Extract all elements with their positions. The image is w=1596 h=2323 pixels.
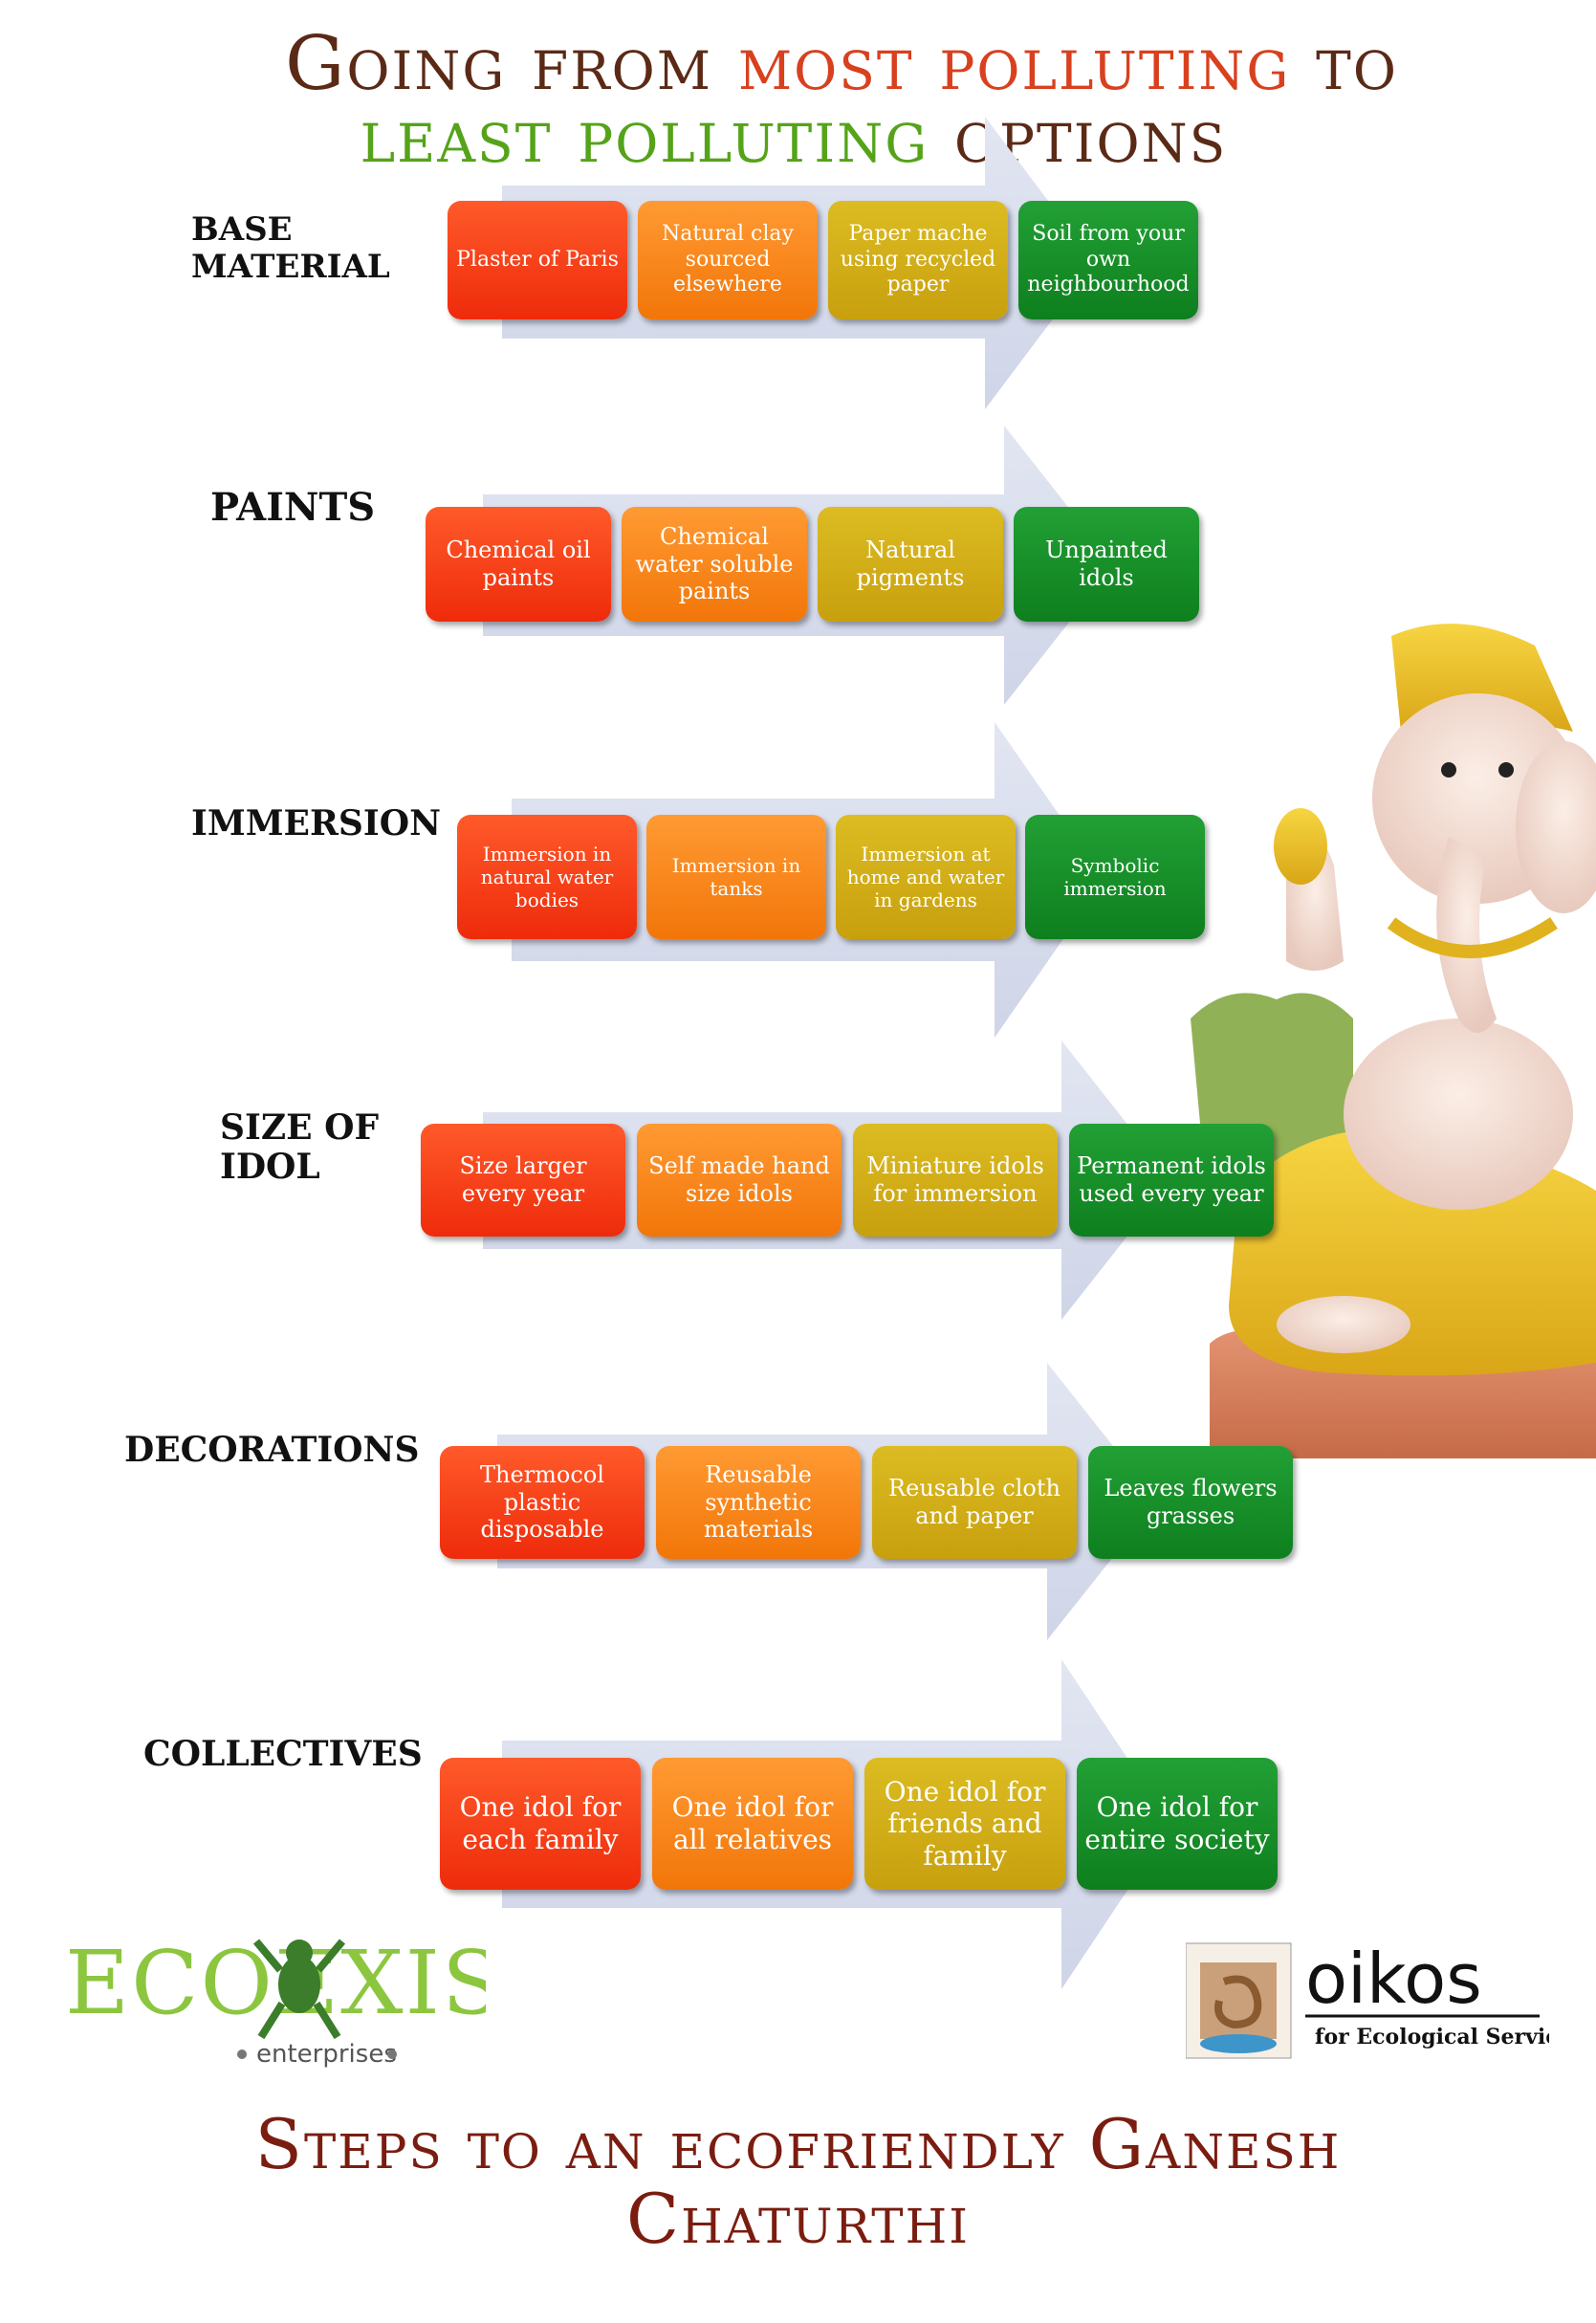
option-box-2: Self made hand size idols	[637, 1124, 842, 1237]
ecoexist-logo: ECOEXIST enterprises	[65, 1932, 486, 2069]
option-box-4: Unpainted idols	[1014, 507, 1199, 622]
row-label: SIZE OF IDOL	[220, 1107, 380, 1188]
option-box-4: Permanent idols used every year	[1069, 1124, 1274, 1237]
option-box-3: Immersion at home and water in gardens	[836, 815, 1016, 939]
row-label: DECORATIONS	[124, 1430, 420, 1470]
svg-text:for Ecological Services: for Ecological Services	[1315, 2025, 1549, 2049]
option-box-1: One idol for each family	[440, 1758, 641, 1890]
option-box-4: One idol for entire society	[1077, 1758, 1278, 1890]
option-box-1: Plaster of Paris	[448, 201, 627, 319]
row-label: BASE MATERIAL	[191, 210, 390, 287]
title-top-line-1: Going from most polluting to	[86, 21, 1596, 107]
option-box-4: Soil from your own neighbourhood	[1018, 201, 1198, 319]
title-bottom-line-1: Steps to an ecofriendly Ganesh	[254, 2104, 1342, 2184]
option-box-3: One idol for friends and family	[864, 1758, 1065, 1890]
title-top-text-c: to	[1290, 21, 1398, 107]
row-label: PAINTS	[210, 485, 376, 530]
title-most-polluting: most polluting	[737, 21, 1291, 107]
option-box-1: Size larger every year	[421, 1124, 625, 1237]
option-box-4: Symbolic immersion	[1025, 815, 1205, 939]
title-top-text-a: Going from	[285, 21, 738, 107]
option-box-1: Chemical oil paints	[426, 507, 611, 622]
option-box-2: Immersion in tanks	[646, 815, 826, 939]
option-box-3: Natural pigments	[818, 507, 1003, 622]
option-box-2: Natural clay sourced elsewhere	[638, 201, 818, 319]
svg-text:oikos: oikos	[1305, 1939, 1482, 2019]
svg-text:enterprises: enterprises	[256, 2040, 397, 2069]
option-box-1: Immersion in natural water bodies	[457, 815, 637, 939]
option-box-3: Paper mache using recycled paper	[828, 201, 1008, 319]
ganesh-idol-illustration	[1191, 624, 1596, 1458]
oikos-logo: oikos for Ecological Services	[1186, 1939, 1549, 2059]
row-label: COLLECTIVES	[143, 1734, 423, 1774]
option-box-2: Chemical water soluble paints	[622, 507, 807, 622]
option-box-2: One idol for all relatives	[652, 1758, 853, 1890]
title-bottom-line-2: Chaturthi	[625, 2179, 971, 2259]
option-box-1: Thermocol plastic disposable	[440, 1446, 645, 1559]
option-box-2: Reusable synthetic materials	[656, 1446, 861, 1559]
option-box-4: Leaves flowers grasses	[1088, 1446, 1293, 1559]
title-least-polluting: least polluting	[360, 94, 929, 180]
option-box-3: Reusable cloth and paper	[872, 1446, 1077, 1559]
option-box-3: Miniature idols for immersion	[853, 1124, 1058, 1237]
row-label: IMMERSION	[191, 803, 441, 844]
